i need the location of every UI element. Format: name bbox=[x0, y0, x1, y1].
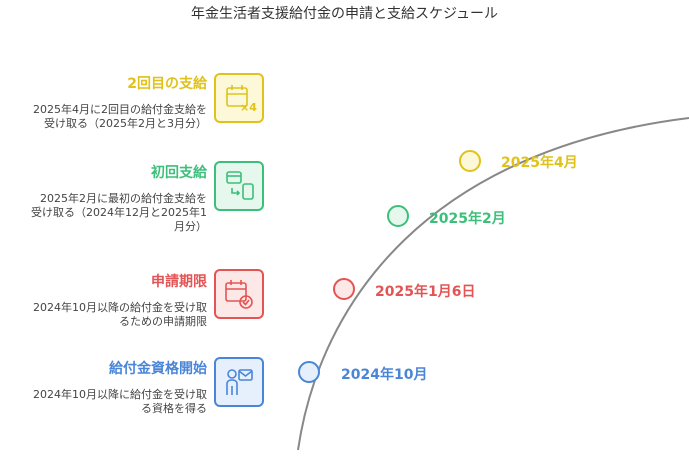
item-title-deadline: 申請期限 bbox=[151, 274, 207, 290]
desc-line: 2024年10月以降の給付金を受け取 bbox=[33, 301, 207, 314]
item-title-first-payment: 初回支給 bbox=[151, 165, 207, 181]
timeline-marker-2025-02 bbox=[387, 205, 409, 227]
desc-line: 2025年4月に2回目の給付金支給を bbox=[33, 103, 207, 116]
desc-line: るための申請期限 bbox=[119, 315, 207, 328]
icon-box-eligibility bbox=[214, 357, 264, 407]
desc-line: る資格を得る bbox=[141, 402, 207, 415]
calendar-x4-icon: ×4 bbox=[226, 85, 257, 114]
desc-line: 2025年2月に最初の給付金支給を bbox=[40, 192, 207, 205]
item-desc-second-payment: 2025年4月に2回目の給付金支給を 受け取る（2025年2月と3月分） bbox=[33, 103, 207, 131]
item-title-eligibility: 給付金資格開始 bbox=[109, 361, 207, 377]
desc-line: 2024年10月以降に給付金を受け取 bbox=[33, 388, 207, 401]
card-transfer-icon bbox=[226, 171, 254, 200]
timeline-label-2025-04: 2025年4月 bbox=[501, 155, 578, 171]
timeline-arc bbox=[297, 117, 689, 451]
timeline-label-2025-01-06: 2025年1月6日 bbox=[375, 284, 476, 300]
item-desc-first-payment: 2025年2月に最初の給付金支給を 受け取る（2024年12月と2025年1 月… bbox=[31, 192, 207, 234]
svg-text:×4: ×4 bbox=[240, 101, 257, 114]
page-title: 年金生活者支援給付金の申請と支給スケジュール bbox=[190, 6, 499, 22]
timeline-marker-2025-04 bbox=[459, 150, 481, 172]
timeline-marker-2024-10 bbox=[298, 361, 320, 383]
icon-box-deadline bbox=[214, 269, 264, 319]
desc-line: 月分） bbox=[174, 220, 207, 233]
timeline-label-2025-02: 2025年2月 bbox=[429, 211, 506, 227]
desc-line: 受け取る（2025年2月と3月分） bbox=[44, 117, 207, 130]
icon-box-second-payment: ×4 bbox=[214, 73, 264, 123]
timeline-label-2024-10: 2024年10月 bbox=[341, 367, 428, 383]
timeline-marker-2025-01-06 bbox=[333, 278, 355, 300]
desc-line: 受け取る（2024年12月と2025年1 bbox=[31, 206, 207, 219]
item-desc-deadline: 2024年10月以降の給付金を受け取 るための申請期限 bbox=[33, 301, 207, 329]
item-desc-eligibility: 2024年10月以降に給付金を受け取 る資格を得る bbox=[33, 388, 207, 416]
icon-box-first-payment bbox=[214, 161, 264, 211]
person-mail-icon bbox=[226, 369, 253, 395]
calendar-check-icon bbox=[225, 280, 253, 309]
item-title-second-payment: 2回目の支給 bbox=[127, 76, 207, 92]
